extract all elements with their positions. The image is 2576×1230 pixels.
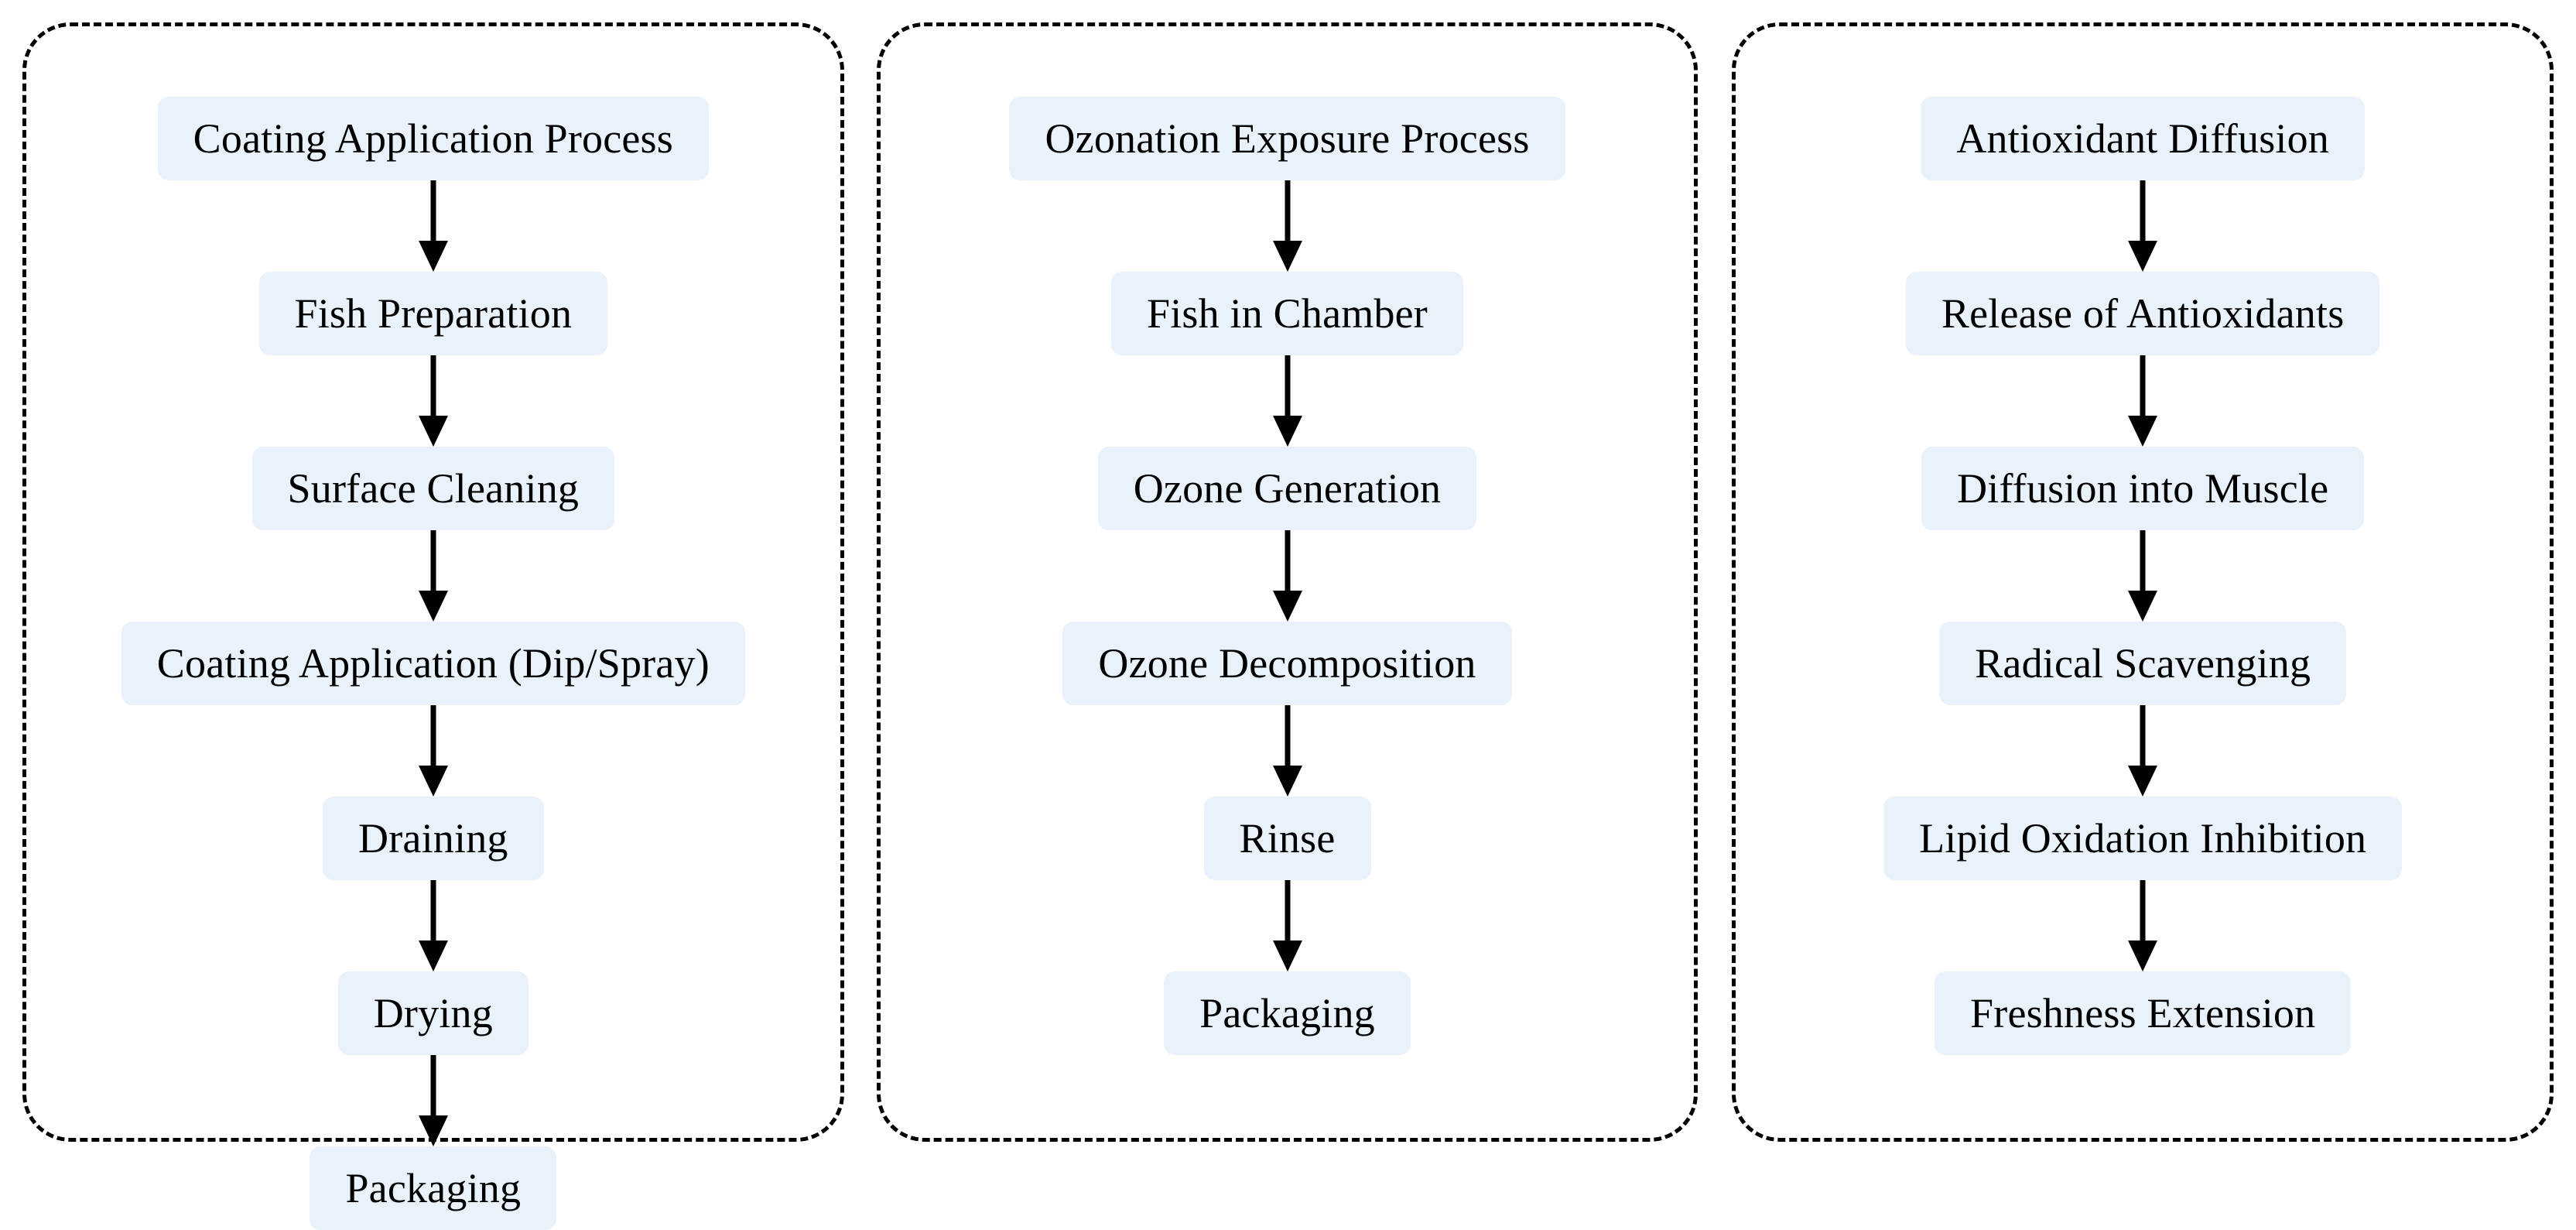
- arrow-down-icon: [418, 530, 448, 622]
- node-fish-preparation[interactable]: Fish Preparation: [258, 272, 608, 355]
- arrow-down-icon: [1272, 180, 1302, 272]
- arrow-down-icon: [418, 180, 448, 272]
- arrow-shaft: [2140, 880, 2146, 947]
- arrow-shaft: [1285, 530, 1290, 597]
- arrow-down-icon: [418, 880, 448, 971]
- arrow-head: [2128, 241, 2158, 272]
- arrow-head: [418, 1115, 448, 1146]
- arrow-down-icon: [1272, 355, 1302, 447]
- arrow-down-icon: [418, 1055, 448, 1146]
- arrow-shaft: [430, 705, 436, 772]
- node-coating-application-dip-spray[interactable]: Coating Application (Dip/Spray): [121, 622, 745, 705]
- arrow-shaft: [430, 355, 436, 422]
- arrow-down-icon: [1272, 530, 1302, 622]
- flowchart-diagram: Coating Application Process Fish Prepara…: [22, 22, 2554, 1230]
- arrow-down-icon: [418, 355, 448, 447]
- arrow-head: [1272, 940, 1302, 971]
- node-radical-scavenging[interactable]: Radical Scavenging: [1939, 622, 2347, 705]
- arrow-head: [418, 766, 448, 797]
- arrow-down-icon: [2128, 530, 2158, 622]
- arrow-shaft: [430, 530, 436, 597]
- node-surface-cleaning[interactable]: Surface Cleaning: [251, 447, 615, 530]
- arrow-down-icon: [418, 705, 448, 797]
- arrow-head: [2128, 416, 2158, 447]
- arrow-down-icon: [1272, 880, 1302, 971]
- arrow-head: [418, 591, 448, 622]
- node-fish-in-chamber[interactable]: Fish in Chamber: [1111, 272, 1463, 355]
- node-drying[interactable]: Drying: [337, 971, 529, 1055]
- arrow-head: [2128, 591, 2158, 622]
- arrow-shaft: [430, 880, 436, 947]
- node-packaging[interactable]: Packaging: [310, 1146, 557, 1230]
- flow-column-3: Antioxidant Diffusion Release of Antioxi…: [1736, 97, 2550, 1055]
- arrow-head: [1272, 766, 1302, 797]
- node-rinse[interactable]: Rinse: [1203, 797, 1371, 880]
- arrow-down-icon: [2128, 880, 2158, 971]
- node-freshness-extension[interactable]: Freshness Extension: [1935, 971, 2352, 1055]
- arrow-shaft: [2140, 530, 2146, 597]
- panel-antioxidant-diffusion: Antioxidant Diffusion Release of Antioxi…: [1732, 22, 2554, 1142]
- node-packaging[interactable]: Packaging: [1164, 971, 1411, 1055]
- arrow-shaft: [1285, 880, 1290, 947]
- node-draining[interactable]: Draining: [323, 797, 544, 880]
- arrow-head: [1272, 241, 1302, 272]
- node-ozonation-exposure-process[interactable]: Ozonation Exposure Process: [1009, 97, 1565, 180]
- arrow-shaft: [2140, 355, 2146, 422]
- arrow-head: [418, 940, 448, 971]
- flow-column-1: Coating Application Process Fish Prepara…: [26, 97, 840, 1230]
- node-release-of-antioxidants[interactable]: Release of Antioxidants: [1905, 272, 2380, 355]
- node-ozone-generation[interactable]: Ozone Generation: [1097, 447, 1477, 530]
- arrow-head: [418, 416, 448, 447]
- arrow-shaft: [430, 1055, 436, 1122]
- arrow-shaft: [430, 180, 436, 247]
- node-antioxidant-diffusion[interactable]: Antioxidant Diffusion: [1921, 97, 2366, 180]
- arrow-shaft: [1285, 705, 1290, 772]
- node-coating-application-process[interactable]: Coating Application Process: [157, 97, 709, 180]
- arrow-shaft: [2140, 180, 2146, 247]
- panel-coating-application-process: Coating Application Process Fish Prepara…: [22, 22, 844, 1230]
- node-ozone-decomposition[interactable]: Ozone Decomposition: [1062, 622, 1512, 705]
- arrow-down-icon: [1272, 705, 1302, 797]
- arrow-head: [1272, 416, 1302, 447]
- arrow-head: [418, 241, 448, 272]
- arrow-shaft: [2140, 705, 2146, 772]
- node-lipid-oxidation-inhibition[interactable]: Lipid Oxidation Inhibition: [1883, 797, 2403, 880]
- panel-ozonation-exposure-process: Ozonation Exposure Process Fish in Chamb…: [876, 22, 1699, 1142]
- node-diffusion-into-muscle[interactable]: Diffusion into Muscle: [1921, 447, 2365, 530]
- arrow-head: [2128, 940, 2158, 971]
- arrow-head: [2128, 766, 2158, 797]
- arrow-head: [1272, 591, 1302, 622]
- arrow-down-icon: [2128, 355, 2158, 447]
- flow-column-2: Ozonation Exposure Process Fish in Chamb…: [881, 97, 1695, 1055]
- arrow-shaft: [1285, 355, 1290, 422]
- arrow-shaft: [1285, 180, 1290, 247]
- arrow-down-icon: [2128, 180, 2158, 272]
- arrow-down-icon: [2128, 705, 2158, 797]
